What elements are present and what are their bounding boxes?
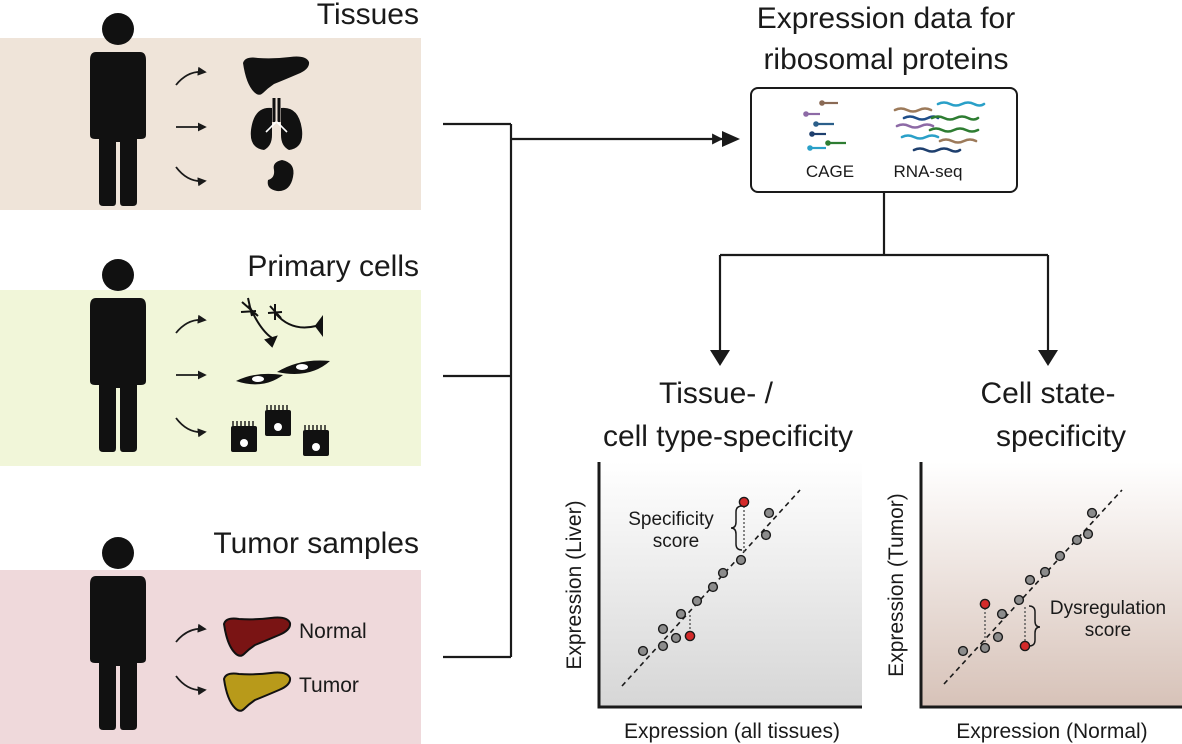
cage-label: CAGE <box>806 162 854 181</box>
cell-state-residual-line <box>984 604 1026 647</box>
arrow-to-tumor-liver <box>175 675 207 696</box>
primary-cells-title: Primary cells <box>247 250 419 283</box>
cell-state-xlabel: Expression (Normal) <box>956 720 1147 743</box>
cell-state-plot-axes <box>919 462 1182 709</box>
arrow-into-expression-box <box>722 131 740 147</box>
specificity-xlabel: Expression (all tissues) <box>624 720 840 743</box>
arrow-to-specificity <box>710 350 730 366</box>
specificity-title-line1: Tissue- / <box>659 377 774 410</box>
arrow-to-normal-liver <box>175 623 207 643</box>
dysregulation-annotation-line2: score <box>1085 620 1131 641</box>
fibroblast-icon <box>236 360 330 385</box>
normal-label: Normal <box>299 620 367 643</box>
rnaseq-label: RNA-seq <box>894 162 963 181</box>
cell-state-diagonal <box>943 489 1123 685</box>
expression-title-line1: Expression data for <box>757 2 1015 35</box>
specificity-plot-background <box>598 462 862 707</box>
cell-state-title-line2: specificity <box>996 420 1126 453</box>
tissues-title: Tissues <box>317 0 419 31</box>
specificity-annotation-line1: Specificity <box>628 509 714 530</box>
tumor-samples-panel <box>0 570 421 744</box>
expression-data-box <box>750 87 1018 193</box>
cell-state-ylabel: Expression (Tumor) <box>885 493 908 677</box>
dysregulation-annotation-line1: Dysregulation <box>1050 598 1166 619</box>
cell-state-title-line1: Cell state- <box>980 377 1115 410</box>
specificity-plot-axes <box>597 462 862 709</box>
tissues-panel <box>0 38 421 210</box>
specificity-title-line2: cell type-specificity <box>603 420 853 453</box>
kidney-icon <box>267 160 294 192</box>
specificity-diagonal <box>621 489 801 687</box>
neuron-icon <box>240 297 323 348</box>
primary-cells-panel <box>0 290 421 466</box>
lungs-icon <box>250 98 303 150</box>
cell-state-plot-background <box>920 462 1182 707</box>
expression-title-line2: ribosomal proteins <box>763 43 1008 76</box>
arrow-to-kidney <box>175 166 207 187</box>
bracket-connector <box>443 122 1050 659</box>
dysregulation-score-brace <box>1028 605 1041 647</box>
tumor-samples-title: Tumor samples <box>213 527 419 560</box>
arrow-to-liver <box>175 66 207 86</box>
cage-reads-icon <box>803 100 846 151</box>
sequencing-reads-icon <box>893 101 986 153</box>
specificity-points <box>637 496 775 657</box>
arrow-to-neurons <box>175 314 207 334</box>
specificity-score-brace <box>730 505 743 551</box>
tumor-label: Tumor <box>299 674 359 697</box>
arrow-to-cell-state <box>1038 350 1058 366</box>
cell-state-points <box>957 507 1098 657</box>
specificity-annotation-line2: score <box>653 531 699 552</box>
specificity-ylabel: Expression (Liver) <box>563 500 586 669</box>
arrow-to-epithelial <box>175 417 207 438</box>
